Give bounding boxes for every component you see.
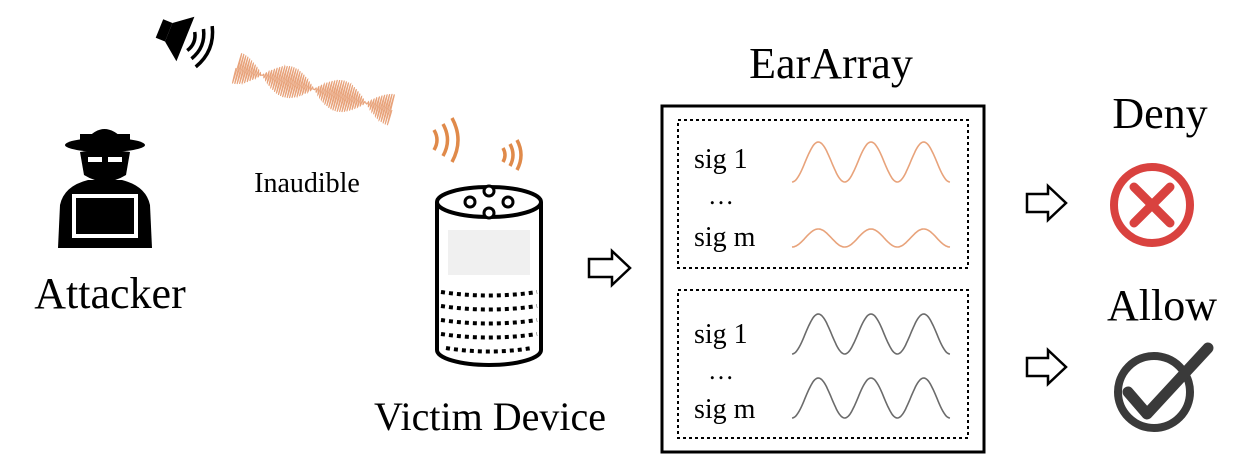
bottom-ellipsis: … [708, 356, 734, 385]
arrow-to-deny-icon [1025, 183, 1068, 223]
attacker-label: Attacker [34, 269, 186, 318]
deny-label: Deny [1112, 89, 1207, 138]
earray-title: EarArray [749, 39, 913, 88]
speaker-grille [440, 290, 538, 354]
bottom-signal-wave-1 [791, 313, 951, 355]
bottom-sig1-label: sig 1 [694, 319, 748, 350]
top-signal-wave-m [791, 228, 951, 248]
inaudible-label: Inaudible [254, 168, 360, 199]
allow-check-icon [1114, 342, 1214, 432]
allow-label: Allow [1107, 281, 1217, 330]
bottom-signal-group [677, 289, 969, 439]
top-signal-group [677, 119, 969, 269]
inaudible-wave [231, 53, 395, 126]
arrow-to-allow-icon [1025, 347, 1068, 387]
top-signal-wave-1 [791, 141, 951, 183]
smart-speaker-icon [435, 184, 543, 367]
earray-box [660, 104, 986, 454]
attacker-icon [58, 129, 152, 248]
bottom-sigm-label: sig m [694, 394, 756, 425]
top-sig1-label: sig 1 [694, 144, 748, 175]
bottom-signal-wave-m [791, 377, 951, 419]
arrow-to-earray-icon [587, 248, 632, 288]
loudspeaker-icon [155, 16, 215, 69]
broadcast-waves-icon [432, 117, 523, 171]
top-sigm-label: sig m [694, 222, 756, 253]
top-ellipsis: … [708, 181, 734, 210]
deny-x-icon [1110, 163, 1194, 247]
victim-device-label: Victim Device [374, 394, 606, 439]
